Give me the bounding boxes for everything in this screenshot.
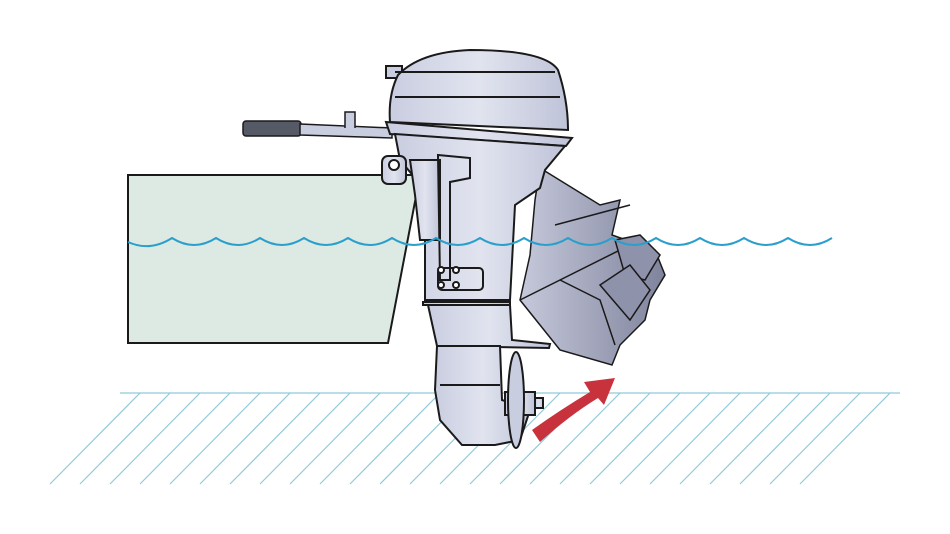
seabed-hatch (139, 392, 231, 485)
seabed-hatch (49, 392, 141, 485)
tilt-up-arrow (532, 378, 615, 442)
seabed-hatch (349, 392, 441, 485)
seabed-hatch (529, 392, 621, 485)
seabed-hatch (709, 392, 801, 485)
tiller-handle (242, 111, 393, 139)
seabed-hatch (769, 392, 861, 485)
water-surface (127, 236, 833, 248)
seabed-hatch (199, 392, 291, 485)
seabed-hatch (289, 392, 381, 485)
seabed-hatch (649, 392, 741, 485)
seabed-hatch (589, 392, 681, 485)
seabed-hatch (319, 392, 411, 485)
seabed-hatch (259, 392, 351, 485)
seabed-hatch (79, 392, 171, 485)
seabed-hatch (229, 392, 321, 485)
boat-hull (127, 174, 419, 344)
tilted-motor (519, 166, 666, 366)
seabed-hatch (799, 392, 891, 485)
seabed-hatch (109, 392, 201, 485)
outboard-motor (381, 48, 574, 449)
seabed-hatch (679, 392, 771, 485)
seabed-hatch (619, 392, 711, 485)
seabed-hatch (739, 392, 831, 485)
seabed-hatch (169, 392, 261, 485)
seabed-hatch (559, 392, 651, 485)
